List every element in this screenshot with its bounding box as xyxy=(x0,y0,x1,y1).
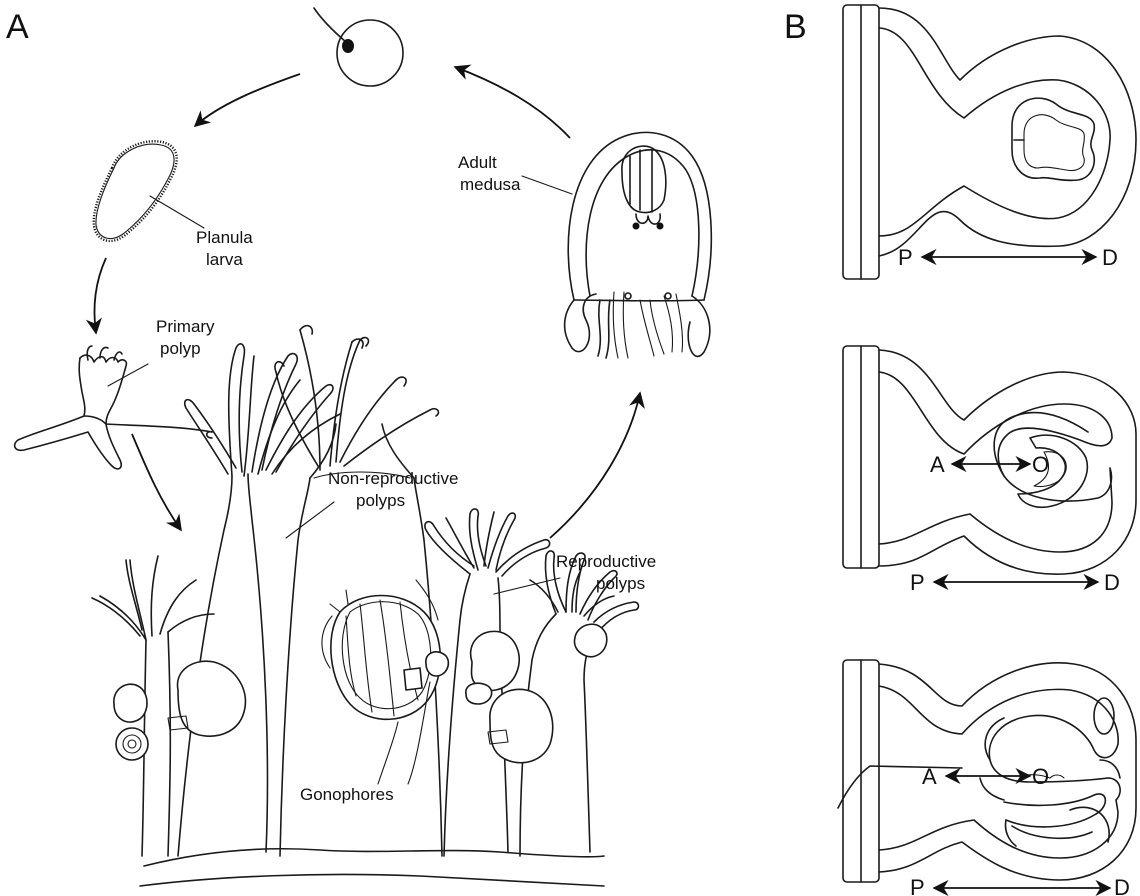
nonrep-label-line2: polyps xyxy=(356,491,405,510)
planula-label-line2: larva xyxy=(206,250,243,269)
b2-p-label: P xyxy=(910,570,925,595)
medusa-leader-line xyxy=(522,176,572,194)
rep-label-line1: Reproductive xyxy=(556,552,656,571)
b2-a-label: A xyxy=(930,452,945,477)
gonophores-label: Gonophores xyxy=(300,785,394,804)
primary-polyp-leader-line xyxy=(108,364,148,386)
cycle-arrow-polyp-to-colony xyxy=(132,434,181,530)
primary-polyp xyxy=(15,346,212,469)
egg-cell xyxy=(314,8,403,86)
planula-leader-line xyxy=(150,196,204,228)
b3-p-label: P xyxy=(910,875,925,896)
b3-a-label: A xyxy=(922,764,937,789)
bud-diagram-stage-3 xyxy=(838,660,1136,882)
rep-label-line2: polyps xyxy=(596,574,645,593)
b1-p-label: P xyxy=(898,245,913,270)
planula-label-line1: Planula xyxy=(196,228,253,247)
medusa-label-line2: medusa xyxy=(460,175,521,194)
b1-d-label: D xyxy=(1102,245,1118,270)
cycle-arrow-colony-to-medusa xyxy=(550,393,640,538)
bud-diagram-stage-1 xyxy=(843,5,1136,279)
bud-diagram-stage-2 xyxy=(843,346,1136,574)
b3-d-label: D xyxy=(1114,875,1130,896)
panel-a-letter: A xyxy=(6,8,29,46)
cycle-arrow-egg-to-planula xyxy=(195,74,300,126)
b2-o-label: O xyxy=(1032,452,1049,477)
cycle-arrow-planula-to-polyp xyxy=(94,258,106,333)
panel-b-letter: B xyxy=(784,8,807,46)
b3-o-label: O xyxy=(1032,764,1049,789)
planula-larva xyxy=(94,141,177,241)
medusa-label-line1: Adult xyxy=(458,153,497,172)
b2-d-label: D xyxy=(1104,570,1120,595)
gonophores-leader-line-1 xyxy=(378,722,398,784)
primary-polyp-label-line2: polyp xyxy=(160,339,201,358)
cycle-arrow-medusa-to-egg xyxy=(455,67,570,138)
primary-polyp-label-line1: Primary xyxy=(156,317,215,336)
adult-medusa xyxy=(565,132,712,358)
nonrep-leader-line xyxy=(286,502,334,538)
rep-leader-line xyxy=(494,578,560,594)
nonrep-label-line1: Non-reproductive xyxy=(328,469,458,488)
